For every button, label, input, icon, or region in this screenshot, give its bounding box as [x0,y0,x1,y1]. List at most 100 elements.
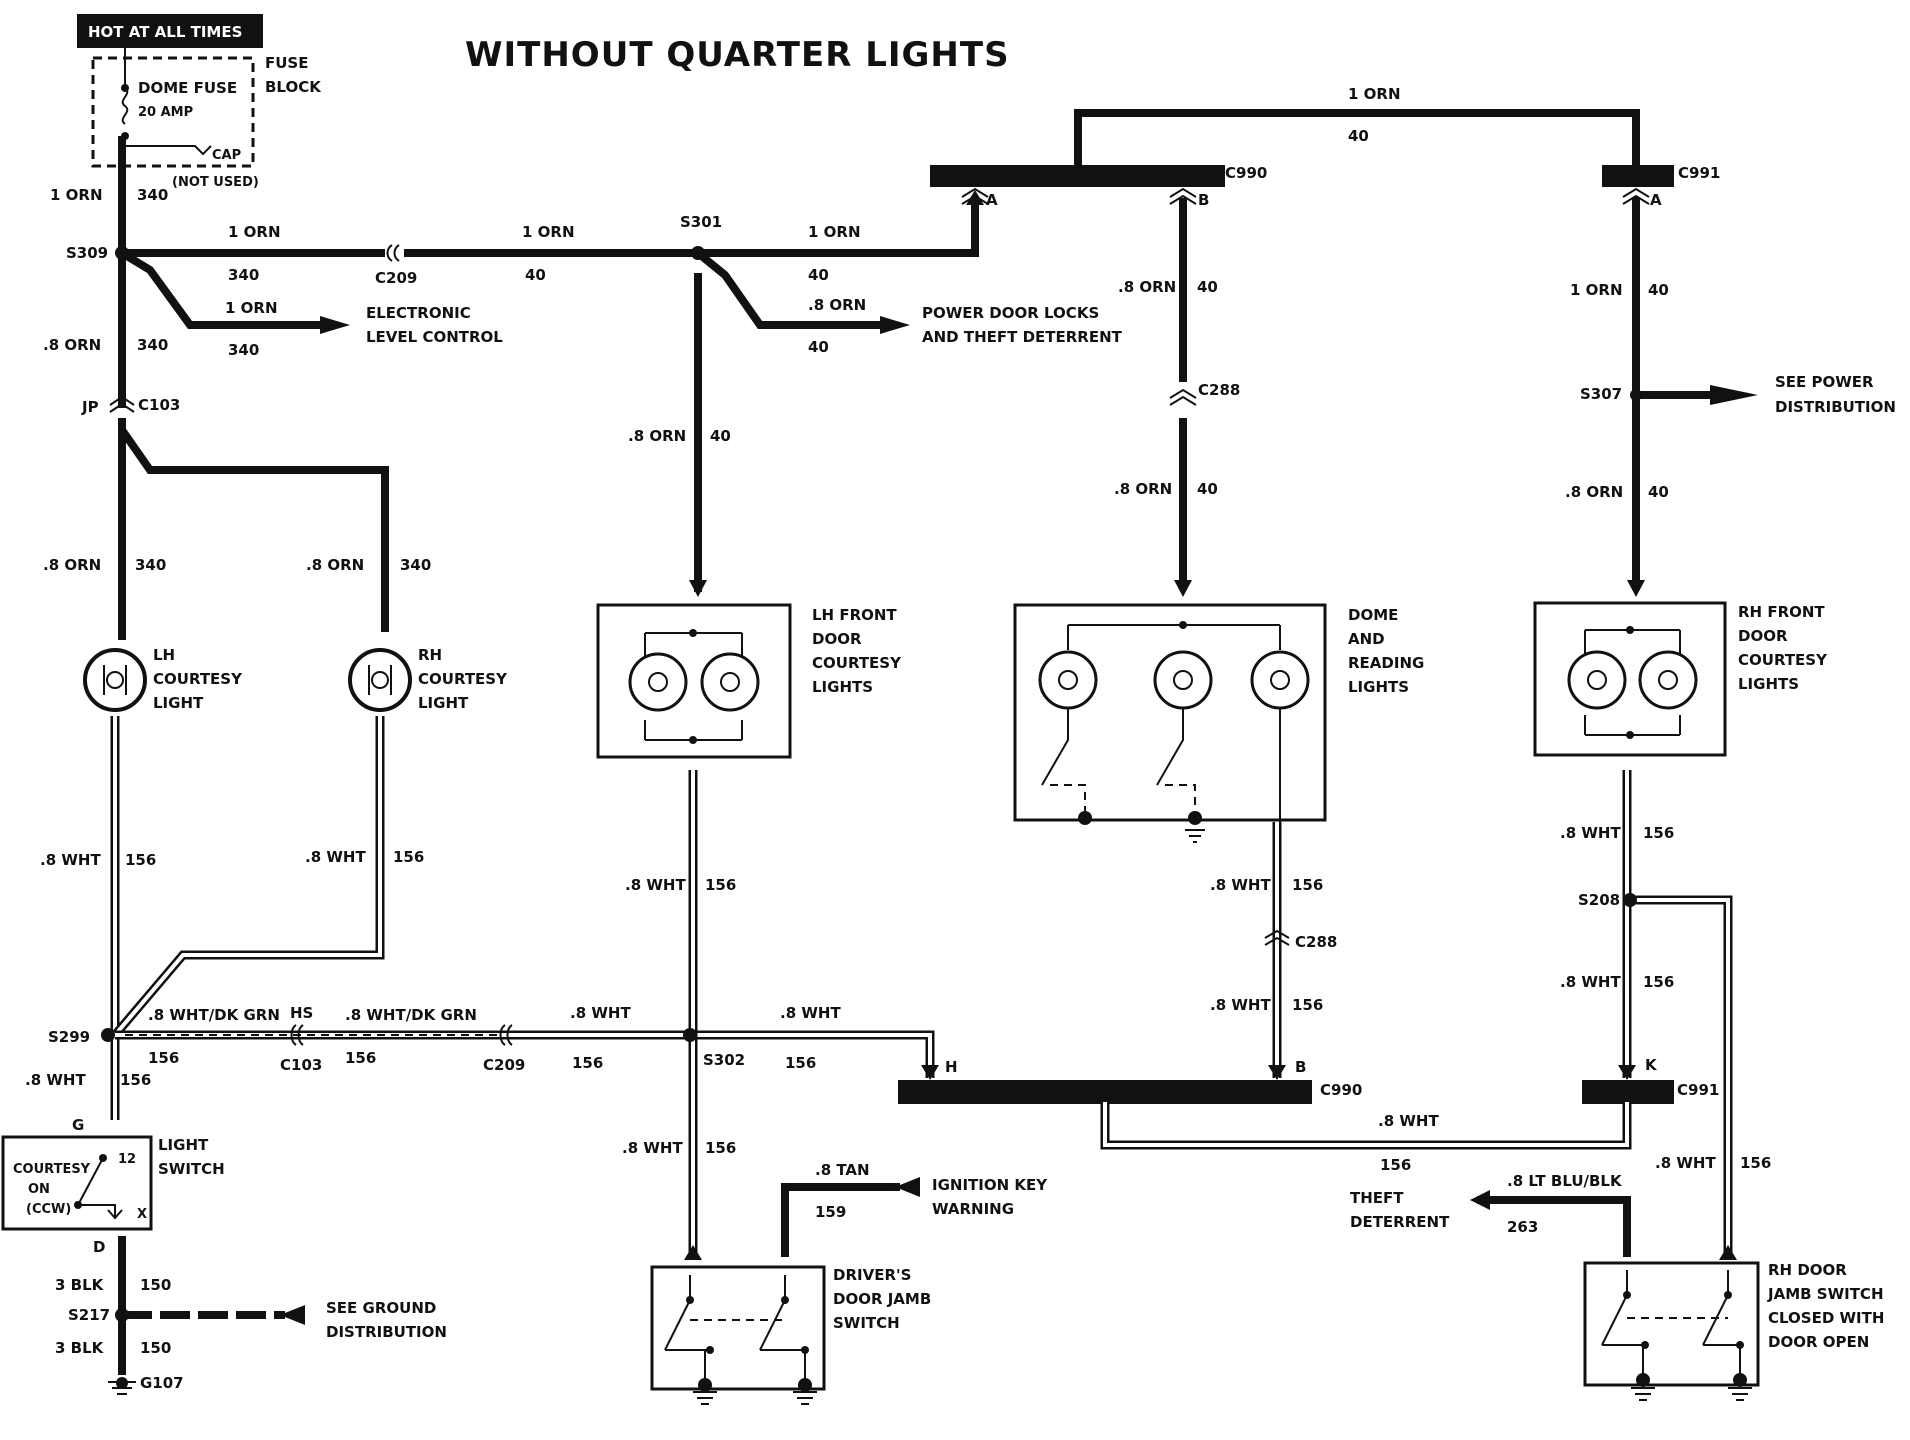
pdl-arrow-head [880,316,910,334]
s309-label: S309 [66,244,108,262]
wht8-dome-upper-label: .8 WHT [1210,876,1271,894]
lhf-label-3: COURTESY [812,654,902,672]
sgd-dest-1: SEE GROUND [326,1299,436,1317]
c991-bottom-label: C991 [1677,1081,1719,1099]
whtdkgrn-2-label: .8 WHT/DK GRN [345,1006,477,1024]
s302-label: S302 [703,1051,745,1069]
elc-arrow-head [320,316,350,334]
tan-wire [781,1183,900,1257]
dome-label-2: AND [1348,630,1385,648]
c991-bottom-bar [1582,1080,1674,1104]
s299-splice [101,1028,115,1042]
orn8-rhf-label: .8 ORN [1565,483,1623,501]
elc-dest-2: LEVEL CONTROL [366,328,503,346]
s217-splice [115,1308,129,1322]
s208-splice [1623,893,1637,907]
wht8-ls-label: .8 WHT [25,1071,86,1089]
c340-elc-label: 340 [228,341,259,359]
wht8-rh-label: .8 WHT [305,848,366,866]
spd-dest-1: SEE POWER [1775,373,1874,391]
c209-upper-label: C209 [375,269,417,287]
wht8-h3-label: .8 WHT [570,1004,631,1022]
elc-dest-1: ELECTRONIC [366,304,471,322]
djs-label-1: DRIVER'S [833,1266,911,1284]
g107-dot [116,1377,128,1389]
rh-jamb-arrow [1719,1245,1737,1260]
wht8-lh-label: .8 WHT [40,851,101,869]
b-terminal-arrow [1268,1065,1286,1080]
h-terminal-label: H [945,1058,958,1076]
lhc-label-2: COURTESY [153,670,243,688]
ls-12-label: 12 [118,1152,136,1167]
rhf-down-arrow [1627,580,1645,597]
rhdj-label-2: JAMB SWITCH [1767,1285,1884,1303]
c40-dome-upper-label: 40 [1197,278,1218,296]
k-terminal-arrow [1618,1065,1636,1080]
td-dest-1: THEFT [1350,1189,1404,1207]
rhdj-label-4: DOOR OPEN [1768,1333,1869,1351]
s217-label: S217 [68,1306,110,1324]
c991-a-label: A [1650,191,1662,209]
hs-label: HS [290,1004,313,1022]
dome-label-3: READING [1348,654,1424,672]
orn8-s309-label: .8 ORN [43,336,101,354]
djs-label-3: SWITCH [833,1314,900,1332]
c156-djs-label: 156 [705,1139,736,1157]
s309-splice [115,246,129,260]
hot-at-all-times-banner [77,14,263,48]
fuse-block: FUSE BLOCK DOME FUSE 20 AMP CAP (NOT USE… [91,48,322,190]
c990-top-label: C990 [1225,164,1267,182]
lhf-down-arrow [689,580,707,597]
rh-courtesy-lamp [348,648,412,712]
s307-splice [1630,389,1642,401]
theft-deterrent-arrow [1470,1190,1490,1210]
spd-dest-2: DISTRIBUTION [1775,398,1896,416]
c209-lower-connector [499,1024,513,1046]
rhf-label-2: DOOR [1738,627,1788,645]
orn8-pdl-label: .8 ORN [808,296,866,314]
c340-lh-label: 340 [135,556,166,574]
c990-a-label: A [986,191,998,209]
h-terminal-arrow [921,1065,939,1080]
c156-rhf-label: 156 [1643,824,1674,842]
ls-in-1: COURTESY [13,1162,91,1177]
djs-label-2: DOOR JAMB [833,1290,931,1308]
lh-courtesy-lamp [83,648,147,712]
lhf-label-1: LH FRONT [812,606,897,624]
c156-dome-upper-label: 156 [1292,876,1323,894]
theft-deterrent-wire [1477,1196,1631,1257]
fuse-amp-label: 20 AMP [138,105,193,120]
c103-lower-label: C103 [280,1056,322,1074]
s299-label: S299 [48,1028,90,1046]
rhc-label-1: RH [418,646,442,664]
b-terminal-label: B [1295,1058,1306,1076]
rh-door-jamb-switch-box [1583,1261,1760,1401]
whtdkgrn-1-label: .8 WHT/DK GRN [148,1006,280,1024]
spd-arrow-head [1710,385,1758,405]
c40-pdl-label: 40 [808,338,829,356]
c288-lower-connector [1264,929,1290,946]
c156-h1-label: 156 [148,1049,179,1067]
c156-lhf-label: 156 [705,876,736,894]
c156-dome-lower-label: 156 [1292,996,1323,1014]
rhf-label-3: COURTESY [1738,651,1828,669]
s208-label: S208 [1578,891,1620,909]
dome-reading-lights-box [1013,603,1327,843]
c156-h4-label: 156 [785,1054,816,1072]
ls-x-label: X [137,1207,147,1222]
c991-top-label: C991 [1678,164,1720,182]
dome-label-4: LIGHTS [1348,678,1409,696]
c209-lower-label: C209 [483,1056,525,1074]
td-dest-2: DETERRENT [1350,1213,1450,1231]
light-switch-box [1,1135,153,1231]
orn8-dome-upper-label: .8 ORN [1118,278,1176,296]
c40-rhf-label: 40 [1648,281,1669,299]
ignition-key-arrow [895,1177,920,1197]
c990-bottom-bar [898,1080,1312,1104]
c340-s309-label: 340 [137,336,168,354]
ikw-dest-1: IGNITION KEY [932,1176,1048,1194]
rhdj-label-3: CLOSED WITH [1768,1309,1884,1327]
c156-ls-label: 156 [120,1071,151,1089]
pdl-dest-2: AND THEFT DETERRENT [922,328,1123,346]
